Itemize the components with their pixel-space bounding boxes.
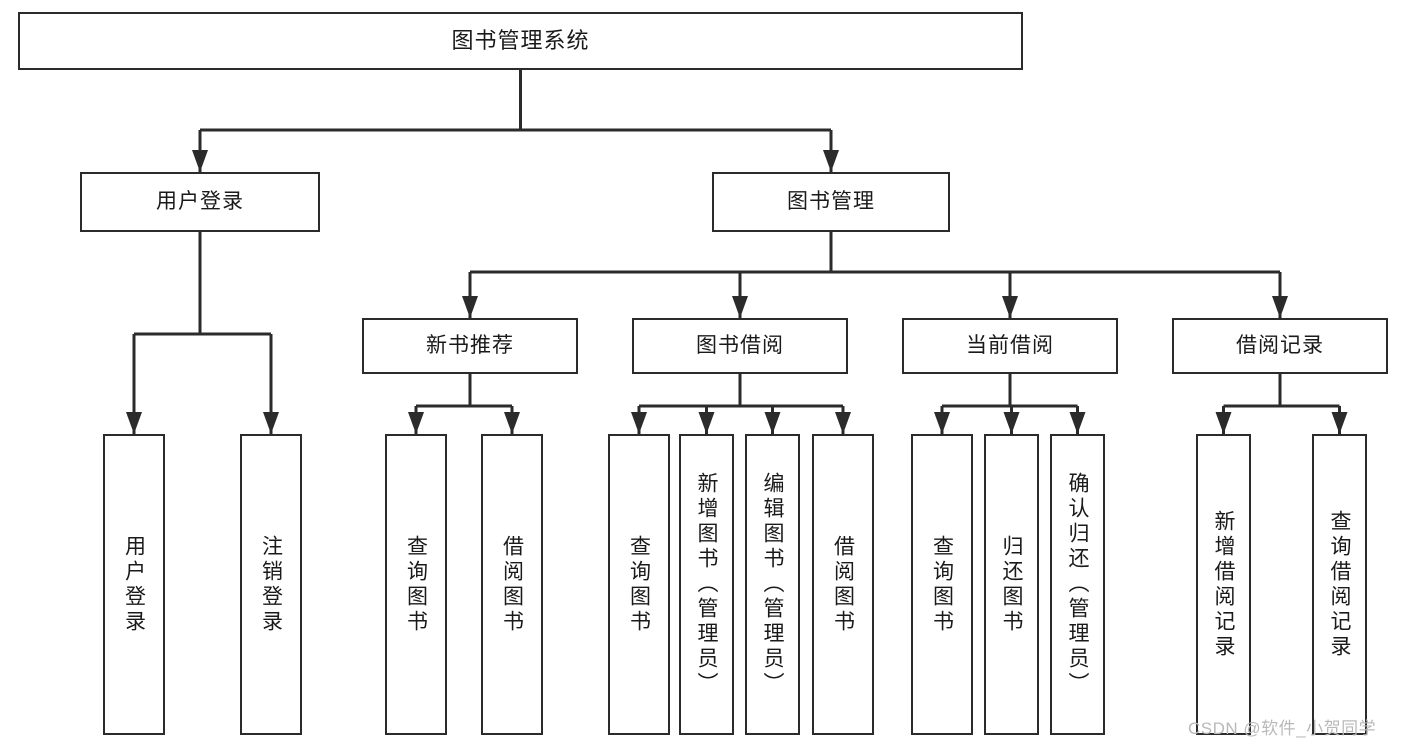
- node-label: 图书借阅: [696, 334, 784, 358]
- node-label: 注销登录: [259, 534, 283, 635]
- node-label: 查询图书: [404, 534, 428, 635]
- arrowhead-icon: [1331, 412, 1348, 434]
- node-l-addrec[interactable]: 新增借阅记录: [1196, 434, 1251, 735]
- node-label: 编辑图书（管理员）: [761, 472, 784, 697]
- node-l-qrec[interactable]: 查询借阅记录: [1312, 434, 1367, 735]
- arrowhead-icon: [408, 412, 424, 434]
- arrowhead-icon: [263, 412, 279, 434]
- arrowhead-icon: [126, 412, 142, 434]
- node-label: 新增图书（管理员）: [695, 472, 718, 697]
- arrowhead-icon: [192, 150, 208, 172]
- node-label: 查询借阅记录: [1328, 509, 1351, 660]
- node-label: 借阅图书: [500, 534, 524, 635]
- node-label: 新增借阅记录: [1212, 509, 1235, 660]
- node-l-editbook[interactable]: 编辑图书（管理员）: [745, 434, 800, 735]
- node-root[interactable]: 图书管理系统: [18, 12, 1023, 70]
- watermark: CSDN @软件_小贺同学: [1188, 719, 1377, 738]
- arrowhead-icon: [835, 412, 851, 434]
- node-current[interactable]: 当前借阅: [902, 318, 1118, 374]
- node-label: 借阅图书: [831, 534, 855, 635]
- node-newbook[interactable]: 新书推荐: [362, 318, 578, 374]
- arrowhead-icon: [934, 412, 950, 434]
- node-l-qbook1[interactable]: 查询图书: [385, 434, 447, 735]
- node-label: 图书管理: [787, 190, 875, 214]
- arrowhead-icon: [732, 296, 748, 318]
- node-l-addbook[interactable]: 新增图书（管理员）: [679, 434, 734, 735]
- node-l-return[interactable]: 归还图书: [984, 434, 1039, 735]
- node-label: 归还图书: [1000, 534, 1023, 635]
- node-l-qbook3[interactable]: 查询图书: [911, 434, 973, 735]
- node-label: 用户登录: [156, 190, 244, 214]
- node-label: 用户登录: [122, 534, 146, 635]
- node-record[interactable]: 借阅记录: [1172, 318, 1388, 374]
- arrowhead-icon: [764, 412, 781, 434]
- node-l-logout[interactable]: 注销登录: [240, 434, 302, 735]
- arrowhead-icon: [1215, 412, 1232, 434]
- arrowhead-icon: [823, 150, 839, 172]
- arrowhead-icon: [462, 296, 478, 318]
- node-label: 当前借阅: [966, 334, 1054, 358]
- node-bookmgr[interactable]: 图书管理: [712, 172, 950, 232]
- arrowhead-icon: [1069, 412, 1086, 434]
- node-label: 新书推荐: [426, 334, 514, 358]
- node-label: 确认归还（管理员）: [1066, 472, 1089, 697]
- node-l-login[interactable]: 用户登录: [103, 434, 165, 735]
- arrowhead-icon: [504, 412, 520, 434]
- node-login[interactable]: 用户登录: [80, 172, 320, 232]
- node-l-qbook2[interactable]: 查询图书: [608, 434, 670, 735]
- arrowhead-icon: [1003, 412, 1020, 434]
- arrowhead-icon: [1002, 296, 1018, 318]
- node-l-bbook1[interactable]: 借阅图书: [481, 434, 543, 735]
- node-label: 查询图书: [627, 534, 651, 635]
- arrowhead-icon: [1272, 296, 1288, 318]
- node-borrow[interactable]: 图书借阅: [632, 318, 848, 374]
- node-label: 借阅记录: [1236, 334, 1324, 358]
- node-l-bbook2[interactable]: 借阅图书: [812, 434, 874, 735]
- arrowhead-icon: [631, 412, 647, 434]
- arrowhead-icon: [698, 412, 715, 434]
- node-l-confirm[interactable]: 确认归还（管理员）: [1050, 434, 1105, 735]
- node-label: 查询图书: [930, 534, 954, 635]
- node-label: 图书管理系统: [451, 27, 590, 53]
